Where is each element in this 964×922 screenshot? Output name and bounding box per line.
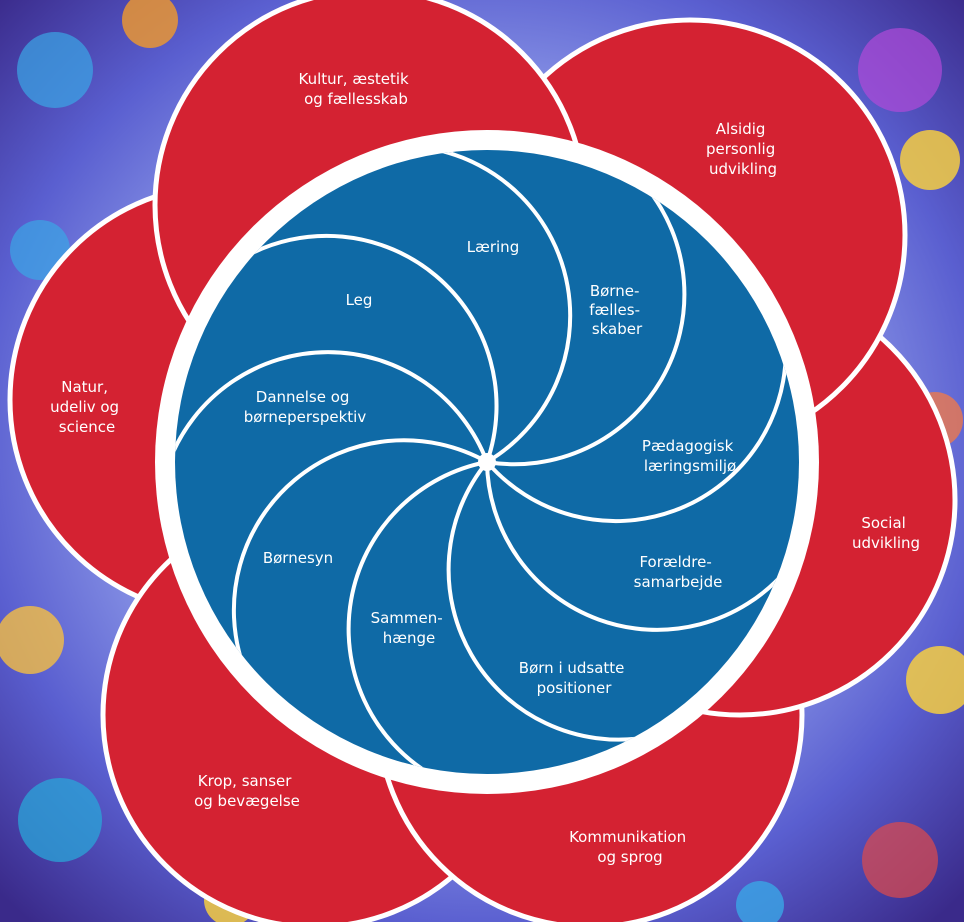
inner-element-label-foraeldresamarbejde: Forældre- samarbejde [634,553,723,591]
outer-theme-labels: Kultur, æstetik og fællesskab Alsidig pe… [50,70,920,866]
spiral-separator [242,233,499,463]
inner-element-label-leg: Leg [346,291,373,309]
outer-theme-label-kultur: Kultur, æstetik og fællesskab [298,70,413,108]
spiral-separator [485,353,788,523]
outer-theme-label-alsidig: Alsidig personlig udvikling [706,120,780,178]
outer-theme-label-natur: Natur, udeliv og science [50,378,124,436]
inner-element-labels: Læring Børne- fælles- skaber Pædagogisk … [244,238,738,697]
inner-element-label-sammenhaenge: Sammen- hænge [371,609,448,647]
spiral-separators [175,150,788,774]
center-hub [478,453,496,471]
spiral-separator [486,185,687,467]
inner-element-label-boernefaellesskaber: Børne- fælles- skaber [589,282,645,338]
inner-element-label-boernesyn: Børnesyn [263,549,333,567]
inner-element-label-dannelse: Dannelse og børneperspektiv [244,388,367,426]
spiral-separator [485,461,788,632]
outer-theme-label-krop: Krop, sanser og bevægelse [194,772,300,810]
spiral-separator [431,150,573,464]
spiral-separator [346,460,488,774]
outer-theme-label-social: Social udvikling [852,514,920,552]
inner-element-label-laering: Læring [467,238,519,256]
spiral-separator [446,460,647,742]
inner-element-label-paedagogisk-laeringsmiljoe: Pædagogisk læringsmiljø [642,437,738,475]
inner-element-label-boern-i-udsatte-positioner: Børn i udsatte positioner [519,659,629,697]
outer-theme-label-kommunikation: Kommunikation og sprog [569,828,691,866]
spiral-separator [231,438,488,668]
spiral-separator [175,350,489,463]
